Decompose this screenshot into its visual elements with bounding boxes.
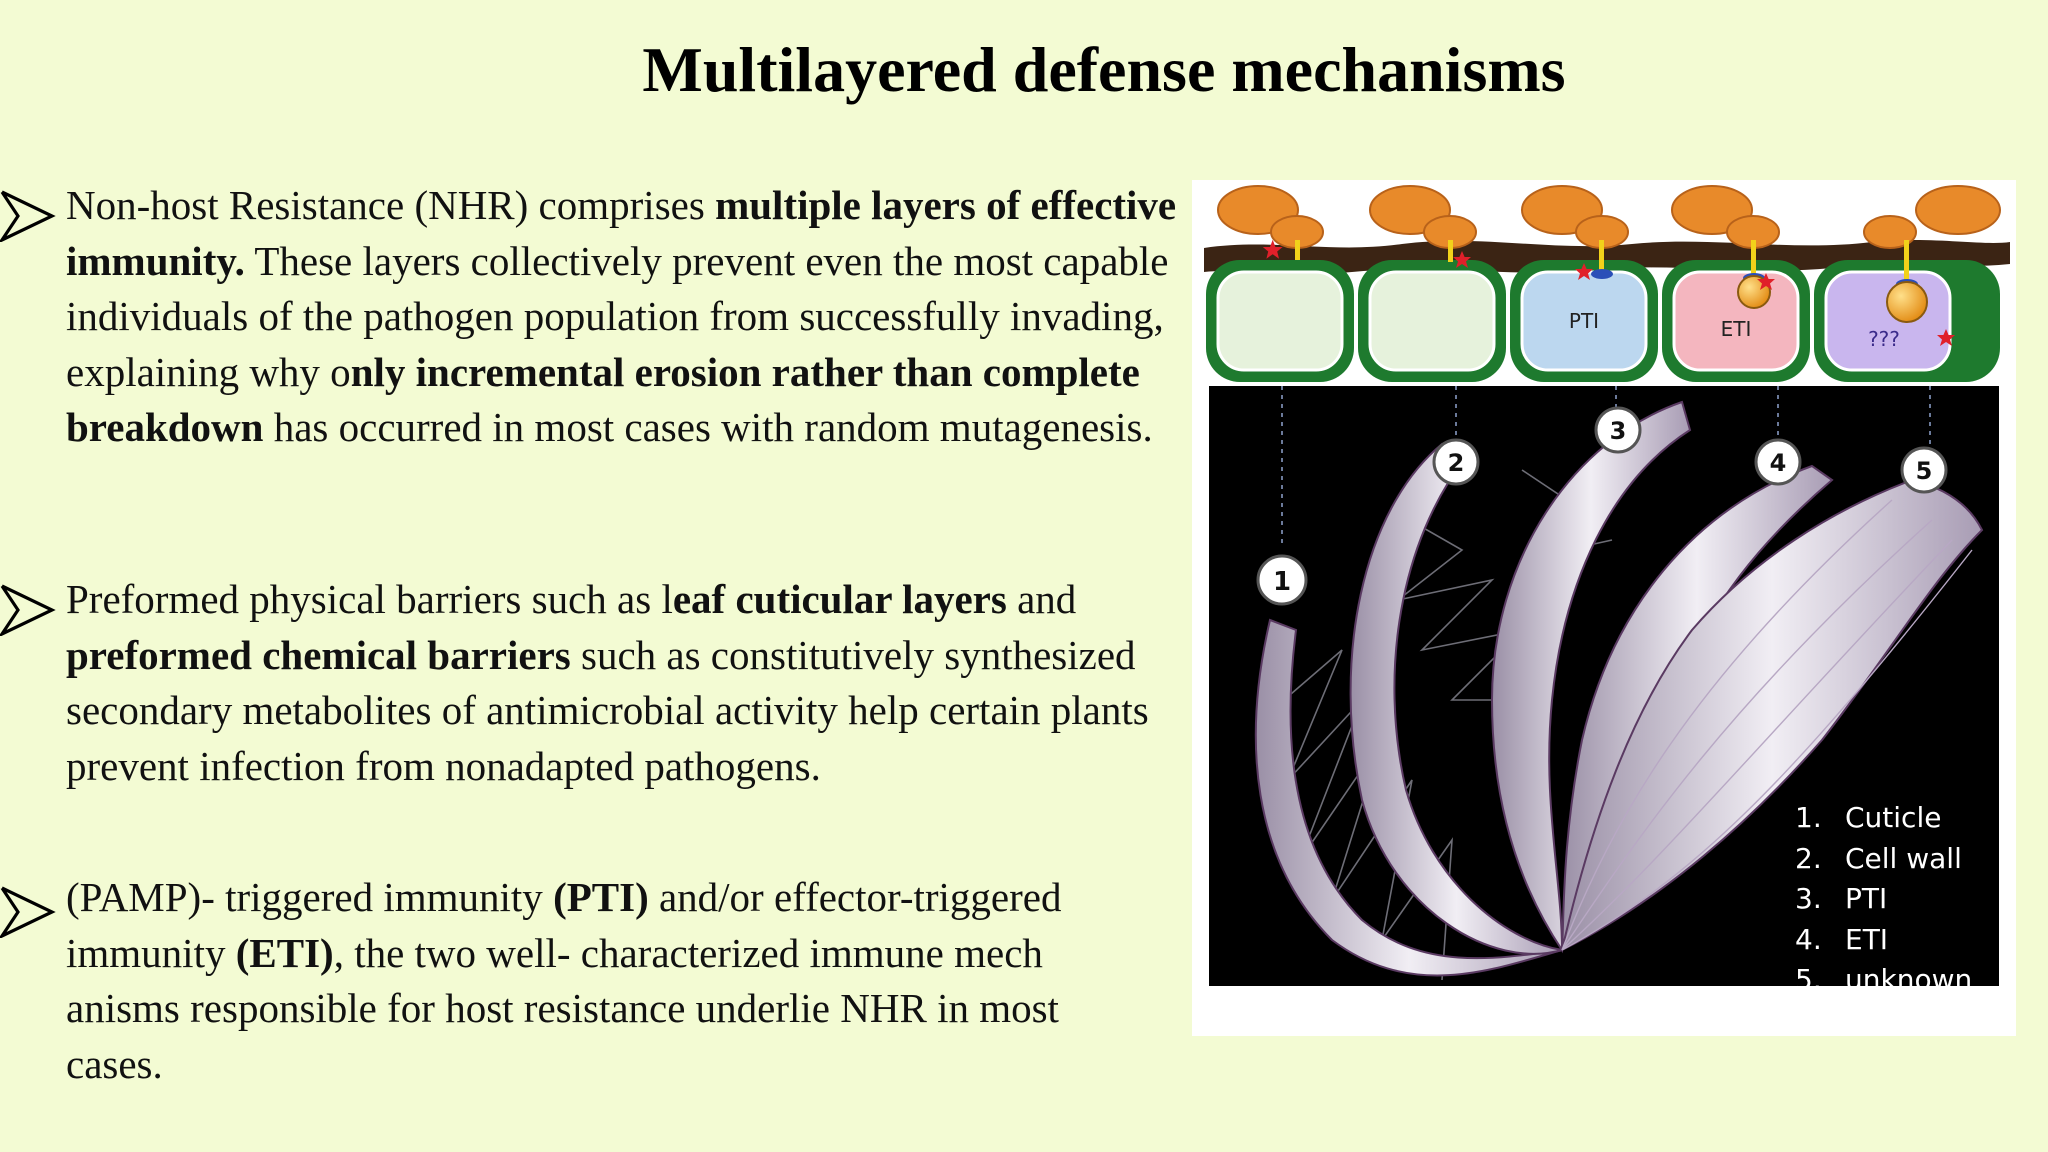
star-icon xyxy=(1575,263,1593,280)
bullet-fragment: (PAMP)- triggered immunity xyxy=(66,874,554,920)
layer-marker-label: 1 xyxy=(1273,567,1291,597)
figure-legend: 1. Cuticle 2. Cell wall 3. PTI 4. ETI 5. unkn… xyxy=(1795,798,1972,1001)
layer-marker-label: 4 xyxy=(1770,449,1787,477)
layer-marker-1 xyxy=(1256,554,1308,606)
cell-interior xyxy=(1824,270,1952,372)
legend-number: 1. xyxy=(1795,801,1822,834)
legend-number: 5. xyxy=(1795,963,1822,996)
bullet-list: Non-host Resistance (NHR) comprises mult… xyxy=(0,182,1176,1092)
star-icon xyxy=(1453,251,1471,268)
bullet-fragment: , the two well- characterized immune mec… xyxy=(66,929,1059,1087)
layer-marker-label: 2 xyxy=(1448,449,1465,477)
legend-item: 2. Cell wall xyxy=(1795,839,1972,880)
bullet-fragment: and/or effector-triggered immunity xyxy=(66,874,1062,976)
cell-interior xyxy=(1368,270,1496,372)
legend-label: Cuticle xyxy=(1845,801,1942,834)
onion-petal xyxy=(1560,478,1984,952)
star-icon xyxy=(1937,329,1955,346)
spore-icon xyxy=(1915,185,2001,235)
cell-label-unknown: ??? xyxy=(1868,327,1900,351)
defense-layers-figure: PTI ETI ??? xyxy=(1192,180,2016,1036)
layer-marker-2 xyxy=(1432,438,1480,486)
bullet-text: Non-host Resistance (NHR) comprises mult… xyxy=(66,178,1191,456)
figure-illustration: PTI ETI ??? xyxy=(1204,185,2010,986)
legend-item: 1. Cuticle xyxy=(1795,798,1972,839)
layer-marker-label: 3 xyxy=(1610,417,1627,445)
spore-icon xyxy=(1863,215,1917,249)
bullet-fragment: These layers collectively prevent even t… xyxy=(66,237,1169,395)
legend-label: Cell wall xyxy=(1845,841,1962,875)
effector-stars xyxy=(1262,239,1955,346)
legend-label: ETI xyxy=(1845,922,1889,956)
bullet-emphasis: (ETI) xyxy=(235,929,334,976)
bullet-fragment: Preformed physical barriers such as l xyxy=(66,576,673,622)
arrow-bullet-icon xyxy=(0,190,56,242)
legend-number: 2. xyxy=(1795,841,1822,875)
layer-marker-label: 5 xyxy=(1916,457,1933,485)
layer-marker-5 xyxy=(1900,446,1948,494)
star-icon xyxy=(1757,273,1775,290)
bullet-emphasis: preformed chemical barriers xyxy=(66,631,571,678)
bullet-emphasis: multiple layers of effective immunity. xyxy=(66,182,1177,284)
layer-marker-4 xyxy=(1754,438,1802,486)
bullet-text: (PAMP)- triggered immunity (PTI) and/or … xyxy=(66,870,1096,1092)
layer-markers: 1 2 3 4 5 xyxy=(1256,406,1948,606)
bullet-emphasis: eaf cuticular layers xyxy=(672,576,1007,622)
cell-label-eti: ETI xyxy=(1721,317,1752,341)
arrow-bullet-icon xyxy=(0,886,56,938)
arrow-bullet-icon xyxy=(0,584,56,636)
legend-item: 3. PTI xyxy=(1795,879,1972,920)
legend-label: PTI xyxy=(1845,882,1888,915)
star-icon xyxy=(1262,239,1283,259)
cell-interior xyxy=(1216,270,1344,372)
legend-number: 3. xyxy=(1795,882,1822,915)
layer-marker-3 xyxy=(1594,406,1642,454)
bullet-text: Preformed physical barriers such as leaf… xyxy=(66,572,1191,794)
legend-item: 5. unknown xyxy=(1795,960,1972,1001)
bullet-fragment: Non-host Resistance (NHR) comprises xyxy=(66,182,716,228)
cell-label-pti: PTI xyxy=(1569,309,1599,333)
pathogen-spores xyxy=(1217,185,2001,249)
bullet-fragment: has occurred in most cases with random m… xyxy=(263,404,1153,450)
bullet-fragment: such as constitutively synthesized secon… xyxy=(66,631,1149,789)
slide-title: Multilayered defense mechanisms xyxy=(642,34,1566,105)
legend-number: 4. xyxy=(1795,922,1822,956)
legend-item: 4. ETI xyxy=(1795,920,1972,961)
onion-layers xyxy=(1254,400,1984,981)
bullet-emphasis: nly incremental erosion rather than comp… xyxy=(66,348,1140,451)
bullet-emphasis: (PTI) xyxy=(553,874,649,920)
legend-label: unknown xyxy=(1845,963,1973,996)
bullet-fragment: and xyxy=(1006,576,1077,622)
